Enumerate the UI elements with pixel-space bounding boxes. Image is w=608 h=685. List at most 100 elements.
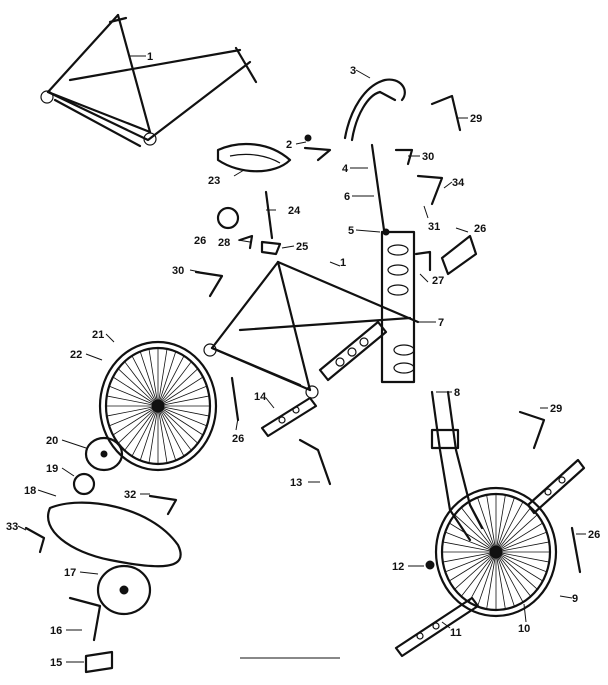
clamp-27 [414, 250, 432, 272]
label-17: 17 [64, 567, 76, 579]
label-28: 28 [218, 237, 230, 249]
wheel-spoke [495, 494, 506, 553]
brake-lever-right [430, 94, 462, 132]
label-23: 23 [208, 175, 220, 187]
label-30-top: 30 [422, 151, 434, 163]
front-reflector-pad [570, 526, 582, 574]
wheel-spoke [139, 405, 159, 461]
wheel-spoke [157, 351, 177, 407]
wheel-spoke [442, 541, 497, 553]
hub-gear [84, 436, 124, 472]
wheel-spoke [495, 531, 547, 553]
wheel-spoke [460, 507, 497, 553]
wheel-spoke [495, 551, 506, 610]
wheel-spoke [157, 385, 208, 407]
wheel-spoke [108, 385, 159, 407]
derailleur [148, 494, 178, 516]
wheel-spoke [131, 355, 159, 407]
wheel-spoke [139, 351, 159, 407]
wheel-spoke [157, 368, 199, 407]
wheel-spoke [157, 405, 204, 436]
wheel-spoke [495, 551, 547, 573]
wheel-spoke [468, 501, 497, 553]
label-26-front: 26 [588, 529, 600, 541]
label-14: 14 [254, 391, 267, 403]
wheel-spoke [449, 551, 497, 582]
wheel-spoke [148, 405, 159, 464]
wheel-spoke [157, 376, 204, 407]
label-30-left: 30 [172, 265, 184, 277]
wheel-spoke [157, 395, 210, 407]
label-15: 15 [50, 657, 62, 669]
label-13: 13 [290, 477, 302, 489]
front-bearing-strip [394, 596, 480, 658]
label-24: 24 [288, 205, 301, 217]
wheel-spoke [157, 355, 185, 407]
handlebar [343, 78, 406, 142]
wheel-spoke [468, 551, 497, 603]
wheel-spoke [106, 395, 159, 407]
rear-reflector-pad [230, 376, 240, 422]
seat-post [264, 190, 274, 240]
label-4: 4 [342, 163, 349, 175]
wheel-spoke [449, 522, 497, 553]
kickstand [298, 438, 332, 486]
label-12: 12 [392, 561, 404, 573]
label-1-top: 1 [147, 51, 153, 63]
wheel-spoke [460, 551, 497, 597]
wheel-spoke [495, 501, 524, 553]
wheel-spoke [495, 507, 532, 553]
wheel-spoke [157, 405, 177, 461]
label-7: 7 [438, 317, 444, 329]
label-25: 25 [296, 241, 308, 253]
bottom-bracket-strip [260, 396, 318, 438]
stem [370, 143, 386, 232]
wheel-spoke [486, 551, 497, 610]
wheel-spoke [495, 551, 538, 590]
wheel-spoke [495, 551, 532, 597]
chainring [96, 564, 152, 616]
label-3: 3 [350, 65, 356, 77]
wheel-spoke [117, 368, 159, 407]
wheel-spoke [108, 405, 159, 427]
wheel-spoke [157, 405, 168, 464]
label-5: 5 [348, 225, 354, 237]
callout-labels: 1 1 2 3 4 5 6 7 8 9 10 11 12 13 14 15 16… [6, 51, 600, 669]
label-8: 8 [454, 387, 460, 399]
wheel-spoke [495, 541, 550, 553]
wheel-spoke [124, 361, 159, 407]
wheel-spoke [495, 551, 515, 607]
label-33: 33 [6, 521, 18, 533]
label-27: 27 [432, 275, 444, 287]
label-6: 6 [344, 191, 350, 203]
wheel-spoke [131, 405, 159, 457]
wheel-spoke [157, 405, 185, 457]
wheel-spoke [495, 497, 515, 553]
wheel-spoke [495, 514, 538, 553]
stem-bolt [382, 228, 390, 236]
wheel-spoke [157, 405, 199, 444]
axle-nut-12 [425, 560, 435, 570]
wheel-spoke [477, 497, 497, 553]
label-19: 19 [46, 463, 58, 475]
shifter-31-34 [416, 174, 444, 206]
label-26-left: 26 [194, 235, 206, 247]
wheel-spoke [157, 405, 192, 451]
label-18: 18 [24, 485, 36, 497]
brake-29-right [518, 410, 546, 450]
rear-wheel [98, 340, 218, 472]
wheel-spoke [454, 514, 497, 553]
wheel-spoke [445, 531, 497, 553]
wheel-spoke [495, 551, 524, 603]
seat-clamp [260, 240, 282, 256]
saddle [216, 142, 292, 173]
label-10: 10 [518, 623, 530, 635]
right-bearing-strip [526, 458, 586, 515]
label-9: 9 [572, 593, 578, 605]
wheel-spoke [112, 376, 159, 407]
wheel-spoke [486, 494, 497, 553]
wheel-spoke [157, 405, 210, 417]
wheel-spoke [117, 405, 159, 444]
label-22: 22 [70, 349, 82, 361]
label-32: 32 [124, 489, 136, 501]
